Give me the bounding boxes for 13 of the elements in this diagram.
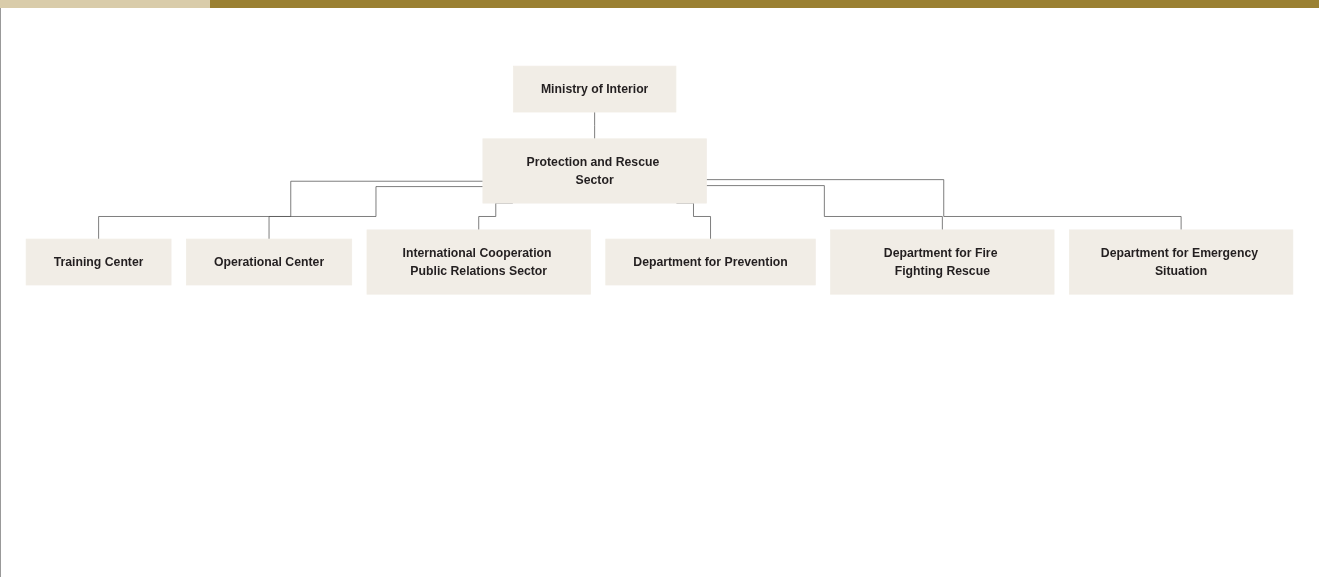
node-box: Ministry of Interior xyxy=(512,65,677,113)
connector xyxy=(594,111,596,140)
node-box: Protection and Rescue Sector xyxy=(482,138,707,204)
node-box: International Cooperation Public Relations Sector xyxy=(366,229,591,295)
node-box: Department for Emergency Situation xyxy=(1069,229,1294,295)
connector xyxy=(706,185,943,231)
node-box: Operational Center xyxy=(186,238,353,286)
connector xyxy=(98,180,484,240)
node-box: Training Center xyxy=(25,238,172,286)
node-box: Department for Fire Fighting Rescue xyxy=(830,229,1055,295)
connector xyxy=(268,186,484,240)
node-box: Department for Prevention xyxy=(605,238,816,286)
connector xyxy=(706,179,1182,231)
